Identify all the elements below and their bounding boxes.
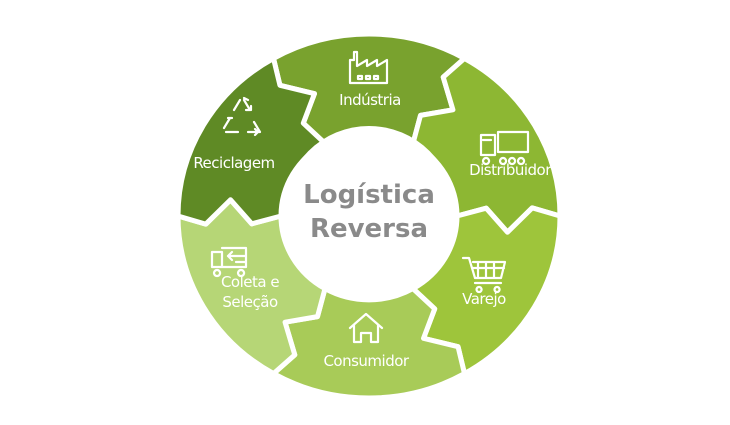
title-line2: Reversa: [309, 214, 429, 244]
factory-icon: [348, 50, 389, 85]
center-circle: [283, 126, 455, 298]
house-icon: [348, 312, 384, 344]
segment-coleta: [175, 197, 328, 377]
truck-icon: [479, 130, 530, 166]
segment-label-distribuidor: Distribuidor: [469, 161, 551, 179]
coleta-line2: Seleção: [222, 293, 278, 311]
shopping-cart-icon: [461, 256, 507, 294]
segment-label-reciclagem: Reciclagem: [193, 154, 275, 172]
delivery-truck-icon: [210, 246, 248, 278]
segment-varejo: [410, 205, 563, 377]
coleta-line1: Coleta e: [220, 273, 280, 291]
segment-consumidor: [271, 286, 467, 401]
segment-label-industria: Indústria: [339, 91, 401, 109]
title-line1: Logística: [303, 180, 435, 210]
segment-label-varejo: Varejo: [462, 290, 506, 308]
recycle-icon: [222, 96, 262, 137]
segment-label-consumidor: Consumidor: [323, 352, 409, 370]
segment-label-coleta: Coleta e Seleção: [220, 272, 280, 312]
